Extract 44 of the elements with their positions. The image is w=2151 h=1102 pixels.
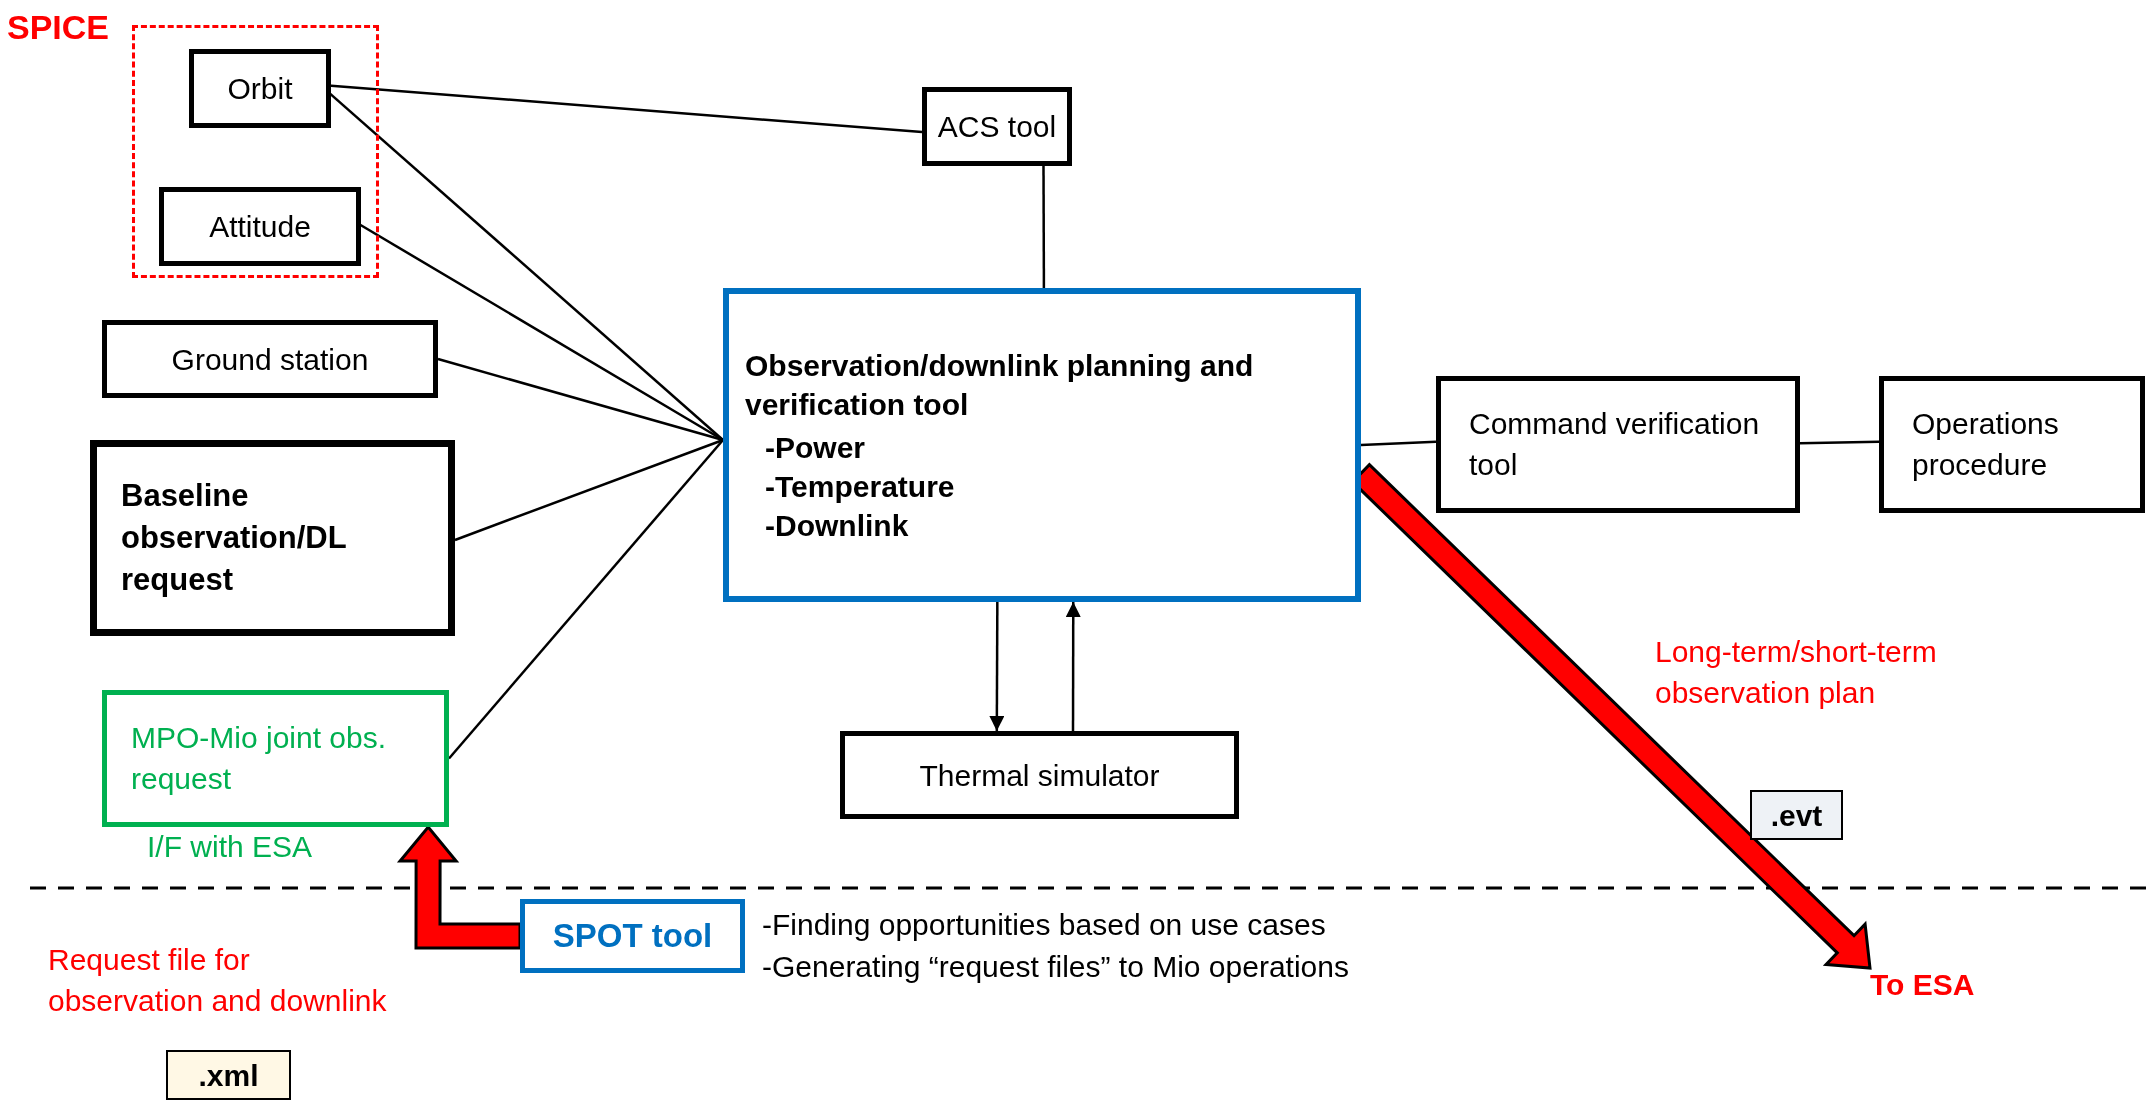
- process-box: [520, 899, 745, 973]
- box-label: Ground station: [171, 341, 369, 378]
- box-label: ACS tool: [937, 109, 1057, 145]
- box-label: Command verification tool: [1469, 406, 1761, 483]
- box-label: -Power: [764, 429, 866, 466]
- connector-line: [448, 439, 724, 760]
- box-label: Attitude: [209, 209, 311, 245]
- process-box: [159, 187, 361, 266]
- group-heading: SPICE: [7, 10, 110, 44]
- connector-line: [1360, 440, 1437, 447]
- box-label: -Temperature: [764, 468, 955, 505]
- annotation-text: -Generating “request files” to Mio operations: [762, 949, 1349, 985]
- box-label: Thermal simulator: [919, 757, 1160, 794]
- interface-note: I/F with ESA: [147, 832, 313, 862]
- box-label: Operations procedure: [1912, 406, 2060, 483]
- process-box: [922, 87, 1072, 166]
- process-box: [90, 440, 455, 636]
- box-label: Orbit: [227, 71, 293, 107]
- block-arrow: [396, 824, 522, 950]
- box-label: Baseline observation/DL request: [121, 477, 348, 599]
- process-box: [189, 49, 331, 128]
- box-label: SPOT tool: [552, 916, 713, 957]
- annotation-text: -Finding opportunities based on use cases: [762, 907, 1326, 943]
- connector-line: [454, 438, 724, 542]
- arrow: [989, 602, 1005, 731]
- file-type-tag: [1750, 790, 1843, 840]
- connector-line: [437, 357, 724, 442]
- box-label: Observation/downlink planning and verification tool: [745, 347, 1255, 423]
- connector-line: [1799, 440, 1880, 445]
- arrow: [1065, 602, 1081, 731]
- file-type-tag: [166, 1050, 291, 1100]
- process-box: [102, 320, 438, 398]
- annotation-text: Request file for observation and downlink: [48, 942, 388, 1019]
- file-extension: .xml: [198, 1057, 259, 1094]
- process-box: [1879, 376, 2145, 513]
- destination-label: To ESA: [1870, 968, 1980, 1002]
- box-label: -Downlink: [764, 507, 909, 544]
- connector-line: [1042, 166, 1046, 288]
- process-box: [840, 731, 1239, 819]
- annotation-text: Long-term/short-term observation plan: [1655, 634, 1938, 711]
- file-extension: .evt: [1770, 797, 1823, 834]
- process-box: [1436, 376, 1800, 513]
- box-label: MPO-Mio joint obs. request: [131, 720, 388, 797]
- process-box: [723, 288, 1361, 602]
